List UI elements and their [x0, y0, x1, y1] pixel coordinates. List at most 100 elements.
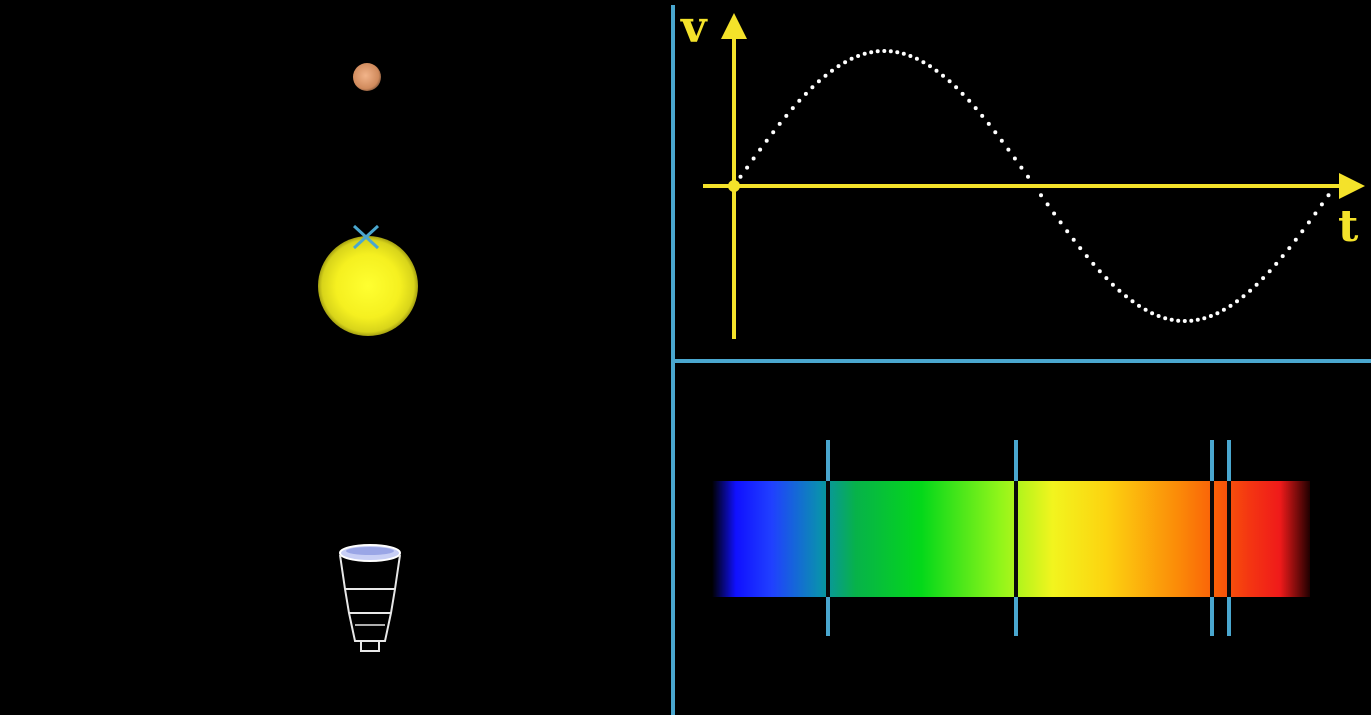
curve-point [1235, 299, 1239, 304]
curve-point [823, 73, 828, 78]
curve-point [1248, 288, 1253, 293]
absorption-line [826, 440, 830, 636]
curve-point [1163, 316, 1168, 321]
curve-point [738, 174, 743, 179]
curve-point [836, 64, 841, 69]
barycenter-x-icon [352, 224, 380, 250]
telescope-icon [339, 544, 401, 652]
star-icon [318, 236, 418, 336]
curve-point [777, 121, 782, 126]
curve-point [1143, 307, 1148, 312]
curve-point [1182, 319, 1187, 323]
curve-point [1104, 276, 1109, 281]
curve-point [1195, 317, 1200, 322]
curve-point [790, 106, 795, 111]
curve-point [849, 56, 854, 61]
curve-point [1254, 282, 1259, 287]
y-axis-label: v [681, 2, 707, 53]
curve-point [1006, 147, 1011, 152]
current-point-marker [728, 180, 740, 192]
curve-point [1228, 303, 1233, 308]
x-axis-arrow-icon [1339, 173, 1365, 199]
curve-point [1326, 193, 1331, 198]
curve-point [816, 79, 821, 84]
absorption-line [1210, 440, 1214, 636]
curve-point [856, 54, 861, 58]
absorption-line [1227, 440, 1231, 636]
curve-point [1097, 269, 1102, 274]
curve-point [771, 130, 776, 135]
curve-point [869, 50, 874, 55]
curve-point [1091, 261, 1096, 266]
curve-point [1261, 276, 1266, 281]
curve-point [875, 49, 880, 54]
curve-point [1012, 156, 1017, 161]
curve-point [1287, 246, 1292, 251]
curve-point [1319, 202, 1324, 207]
curve-point [843, 60, 848, 65]
curve-point [1208, 314, 1213, 318]
curve-point [882, 49, 887, 53]
spectrum-band [712, 481, 1310, 597]
curve-point [928, 64, 932, 69]
curve-point [1117, 288, 1122, 293]
curve-point [1078, 246, 1083, 251]
curve-point [960, 91, 965, 96]
curve-point [1306, 220, 1311, 225]
curve-point [1071, 237, 1076, 242]
curve-point [1019, 165, 1024, 170]
curve-point [1065, 229, 1070, 234]
curve-point [895, 50, 900, 55]
curve-point [1176, 318, 1181, 323]
curve-point [1241, 294, 1246, 299]
curve-point [1084, 254, 1089, 259]
horizontal-divider [675, 359, 1371, 363]
absorption-line [1014, 440, 1018, 636]
curve-point [1169, 317, 1174, 322]
velocity-time-graph [703, 13, 1365, 339]
curve-point [1189, 318, 1194, 323]
curve-point [1274, 261, 1279, 266]
curve-point [764, 138, 769, 143]
curve-point [908, 54, 913, 58]
curve-point [947, 79, 952, 84]
curve-point [1124, 294, 1128, 299]
curve-point [941, 73, 945, 78]
curve-point [1280, 254, 1285, 259]
curve-point [921, 60, 926, 65]
curve-point [999, 138, 1004, 143]
vertical-divider [671, 5, 675, 715]
curve-point [934, 68, 939, 73]
curve-point [1110, 282, 1115, 287]
curve-point [1052, 211, 1057, 216]
curve-point [1202, 316, 1207, 321]
curve-point [980, 113, 985, 118]
curve-point [1313, 211, 1318, 216]
curve-point [1156, 314, 1161, 318]
orbit-scene-panel [5, 5, 671, 712]
x-axis-label: t [1338, 201, 1359, 252]
curve-point [1130, 299, 1135, 304]
curve-point [1300, 229, 1305, 234]
curve-point [1039, 193, 1043, 198]
curve-point [973, 106, 978, 111]
curve-point [751, 156, 756, 161]
curve-point [830, 68, 834, 73]
curve-point [914, 56, 919, 61]
curve-point [967, 98, 972, 103]
curve-point [993, 130, 998, 135]
curve-point [745, 165, 750, 170]
curve-point [1215, 311, 1220, 316]
y-axis-arrow-icon [721, 13, 747, 39]
curve-point [1293, 237, 1298, 242]
curve-point [901, 51, 906, 56]
curve-point [1058, 220, 1063, 225]
curve-point [954, 85, 959, 90]
curve-point [784, 113, 789, 118]
curve-point [797, 98, 802, 103]
curve-point [1026, 174, 1030, 179]
curve-point [862, 51, 867, 56]
curve-point [1267, 269, 1272, 274]
planet-icon [353, 63, 381, 91]
